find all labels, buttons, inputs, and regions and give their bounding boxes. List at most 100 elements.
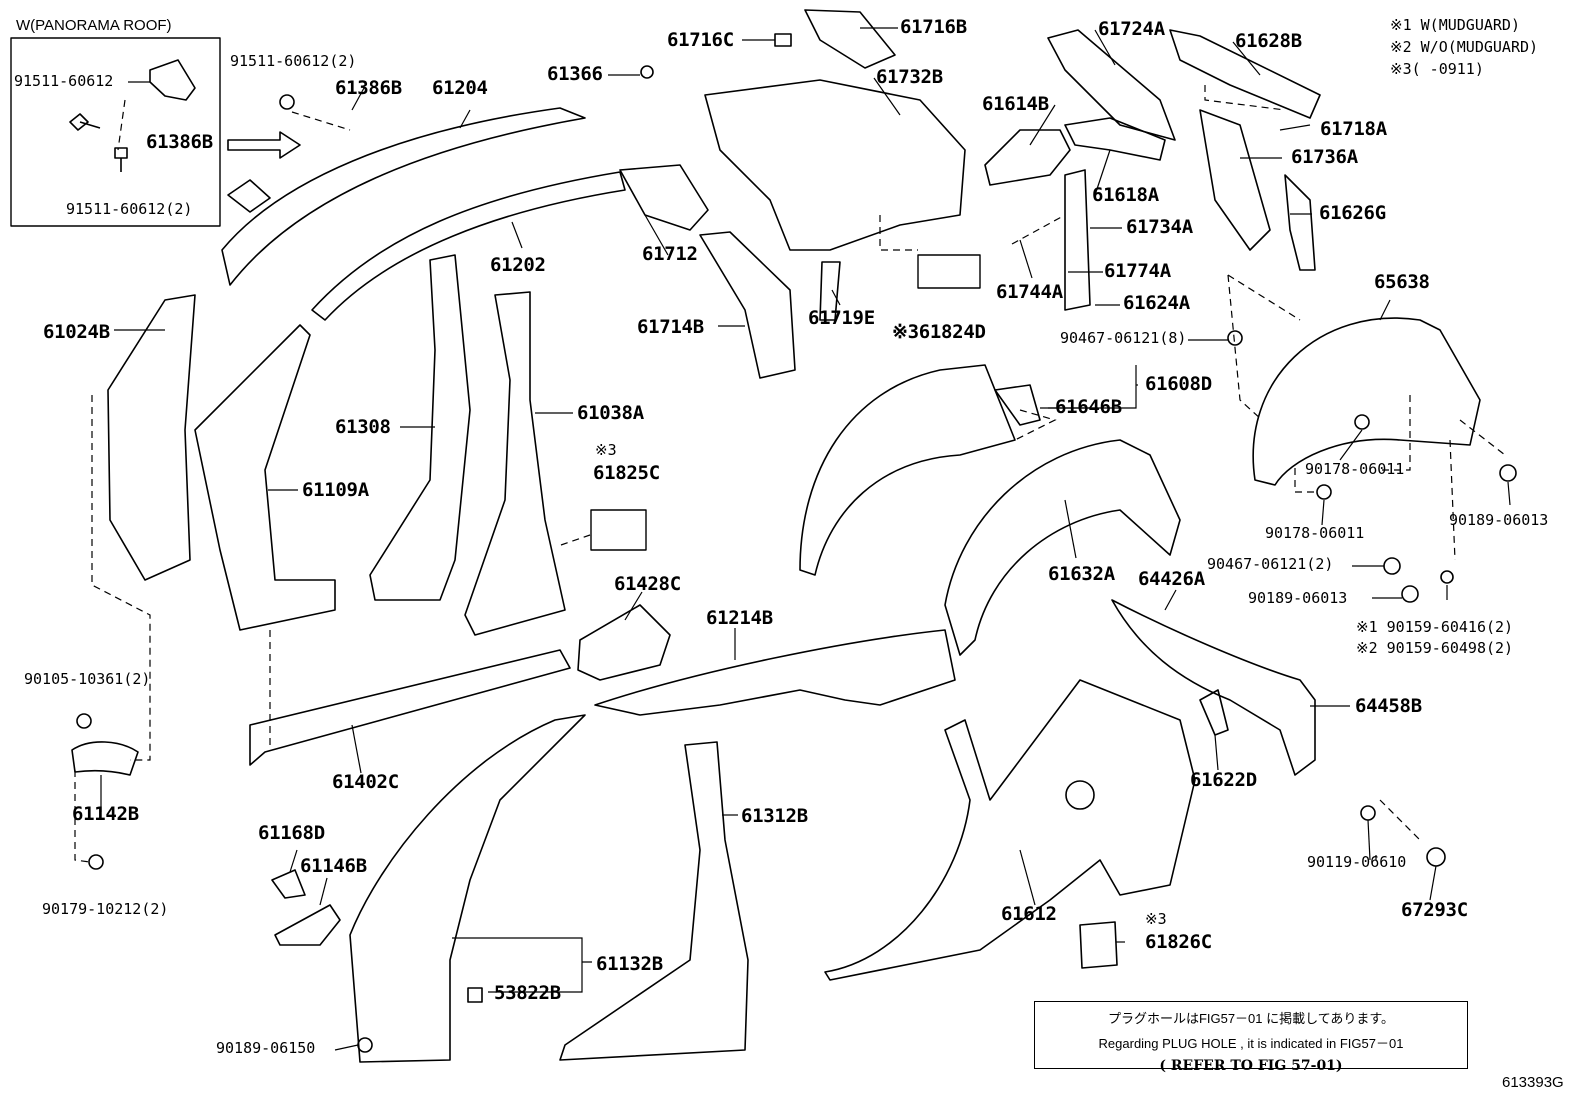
pad-61824d [917, 254, 981, 289]
part-label-61312b: 61312B [741, 805, 808, 827]
part-label-61109a: 61109A [302, 479, 369, 501]
note-line-en: Regarding PLUG HOLE , it is indicated in… [1098, 1036, 1404, 1051]
clip-67293c [1426, 847, 1446, 867]
part-label-61428c: 61428C [614, 573, 681, 595]
fuel-door [1065, 780, 1095, 810]
part-label-61744a: 61744A [996, 281, 1063, 303]
bolt-90189-06150 [357, 1037, 373, 1053]
part-label-61386b: 61386B [335, 77, 402, 99]
part-label-90159-60498: ※2 90159-60498(2) [1356, 639, 1514, 657]
fender-liner-65638 [1252, 317, 1481, 486]
note-reference: ( REFER TO FIG 57-01) [1159, 1058, 1343, 1074]
part-label-67293c: 67293C [1401, 899, 1468, 921]
bracket-61714b [699, 231, 796, 379]
panel-61618a [1064, 117, 1166, 161]
panel-61724a [1047, 29, 1176, 141]
legend: ※1 W(MUDGUARD) ※2 W/O(MUDGUARD) ※3( -091… [1390, 14, 1538, 80]
arrow-icon [227, 131, 301, 159]
part-label-90159-60416: ※1 90159-60416(2) [1356, 618, 1514, 636]
part-label-90189-06150: 90189-06150 [216, 1039, 316, 1057]
wheelhouse-61608d [799, 364, 1016, 576]
bracket-61146b [274, 904, 341, 946]
part-label-61366: 61366 [547, 63, 603, 85]
part-label-91511-60612-2: 91511-60612(2) [230, 52, 357, 70]
part-label-65638: 65638 [1374, 271, 1430, 293]
part-label-61624a: 61624A [1123, 292, 1190, 314]
part-label-61626g: 61626G [1319, 202, 1386, 224]
inset-bracket-61386b [149, 59, 196, 101]
part-label-61719e: 61719E [808, 307, 875, 329]
inset-title: W(PANORAMA ROOF) [16, 17, 172, 34]
bolt-90189-b [1401, 585, 1419, 603]
part-label-61718a: 61718A [1320, 118, 1387, 140]
clip-61142b [71, 741, 139, 776]
part-label-91511-60612-2: 91511-60612(2) [66, 200, 193, 218]
side-outer-61312b [349, 714, 586, 1063]
part-label-61716c: 61716C [667, 29, 734, 51]
part-label-61142b: 61142B [72, 803, 139, 825]
clip-53822b [467, 987, 483, 1003]
bracket-61428c [577, 604, 671, 681]
part-label-61826c-note: ※3 [1145, 910, 1167, 928]
part-label-90467-06121-2: 90467-06121(2) [1207, 555, 1334, 573]
bolt-90178-a [1354, 414, 1370, 430]
part-label-61825c-note: ※3 [595, 441, 617, 459]
part-label-61732b: 61732B [876, 66, 943, 88]
part-label-61734a: 61734A [1126, 216, 1193, 238]
bracket-61734a [1064, 169, 1091, 311]
pillar-61109a [194, 324, 336, 631]
bracket-61716b [804, 9, 896, 69]
part-label-90178-06011: 90178-06011 [1305, 460, 1405, 478]
bracket-61712 [619, 164, 709, 231]
bracket-61168d [271, 869, 306, 899]
part-label-61618a: 61618A [1092, 184, 1159, 206]
bolt-90467-2 [1383, 557, 1401, 575]
bolt-90179 [88, 854, 104, 870]
part-label-61024b: 61024B [43, 321, 110, 343]
part-label-61646b: 61646B [1055, 396, 1122, 418]
part-label-61774a: 61774A [1104, 260, 1171, 282]
legend-item: ※3( -0911) [1390, 60, 1484, 78]
part-label-61204: 61204 [432, 77, 488, 99]
part-label-61614b: 61614B [982, 93, 1049, 115]
part-label-61168d: 61168D [258, 822, 325, 844]
figure-id: 613393G [1502, 1074, 1564, 1091]
bracket-61646b [994, 384, 1041, 426]
pillar-61038a [464, 291, 566, 636]
part-label-61608d: 61608D [1145, 373, 1212, 395]
part-label-61714b: 61714B [637, 316, 704, 338]
part-label-61038a: 61038A [577, 402, 644, 424]
bolt-90159 [1440, 570, 1454, 584]
bolt-61366 [640, 65, 654, 79]
part-label-91511-60612: 91511-60612 [14, 72, 114, 90]
bracket-61622d [1199, 689, 1229, 736]
panel-61614b [984, 129, 1071, 186]
inset-frame [10, 37, 221, 227]
panel-61732b [704, 79, 966, 251]
part-label-61824d: ※361824D [892, 321, 986, 343]
bolt-90119 [1360, 805, 1376, 821]
pillar-61308 [369, 254, 471, 601]
pillar-61312b [559, 741, 749, 1061]
bolt-90105 [76, 713, 92, 729]
part-label-90467-06121-8: 90467-06121(8) [1060, 329, 1187, 347]
pillar-61024b [107, 294, 196, 581]
part-label-61146b: 61146B [300, 855, 367, 877]
part-label-61716b: 61716B [900, 16, 967, 38]
part-label-64458b: 64458B [1355, 695, 1422, 717]
bolt-90467-8 [1227, 330, 1243, 346]
part-label-90178-06011: 90178-06011 [1265, 524, 1365, 542]
part-label-61826c: 61826C [1145, 931, 1212, 953]
part-label-64426a: 64426A [1138, 568, 1205, 590]
part-label-61612: 61612 [1001, 903, 1057, 925]
inset-bolt [69, 113, 101, 131]
wheelhouse-61632a [944, 439, 1181, 656]
pad-61826c [1079, 921, 1118, 969]
legend-item: ※1 W(MUDGUARD) [1390, 16, 1520, 34]
note-line-jp: プラグホールはFIG57－01 に掲載してあります。 [1107, 1011, 1395, 1026]
bolt-90178-b [1316, 484, 1332, 500]
roof-rail-61204-bracket [227, 179, 271, 213]
part-label-90119-06610: 90119-06610 [1307, 853, 1407, 871]
part-label-61628b: 61628B [1235, 30, 1302, 52]
